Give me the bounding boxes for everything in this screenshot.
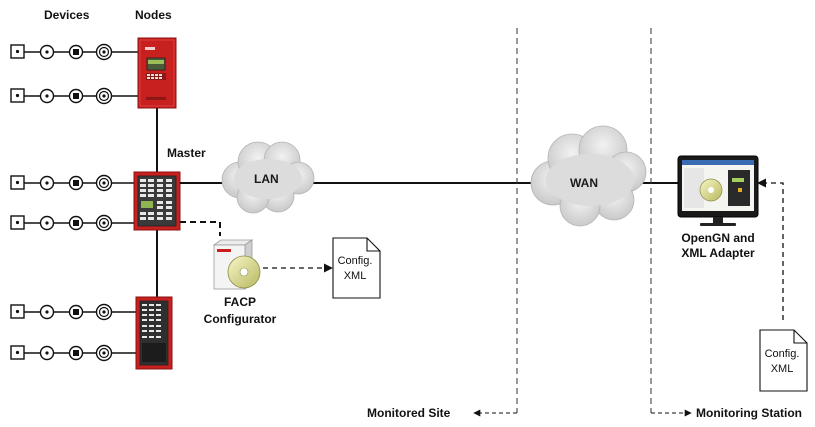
config-xml-1-line1: Config. xyxy=(337,255,373,267)
master-label: Master xyxy=(167,146,206,160)
monitored-site-label: Monitored Site xyxy=(367,406,451,420)
monitoring-station-label: Monitoring Station xyxy=(696,406,802,420)
devices-label: Devices xyxy=(44,8,90,22)
device-row-6 xyxy=(10,344,136,362)
device-row-5 xyxy=(10,303,136,321)
device-row-4 xyxy=(10,214,134,232)
document-icon xyxy=(332,237,381,299)
document-icon xyxy=(759,329,808,392)
config-xml-1-line2: XML xyxy=(343,270,367,282)
config-xml-2-line2: XML xyxy=(770,363,794,375)
software-box-icon xyxy=(212,239,261,290)
lan-label: LAN xyxy=(254,172,279,186)
node-panel-top xyxy=(137,37,177,109)
nodes-label: Nodes xyxy=(135,8,172,22)
wan-label: WAN xyxy=(570,176,598,190)
node-panel-bottom xyxy=(135,296,173,370)
arrow-to-monitor xyxy=(757,178,784,320)
facp-label-line2: Configurator xyxy=(203,312,277,326)
config-xml-2-line1: Config. xyxy=(764,348,800,360)
monitor-icon xyxy=(677,155,759,226)
opengn-label-line2: XML Adapter xyxy=(681,246,755,260)
cloud-icon xyxy=(221,141,315,214)
device-row-3 xyxy=(10,174,134,192)
config-link-line xyxy=(180,221,221,236)
opengn-label-line1: OpenGN and xyxy=(681,231,755,245)
master-panel xyxy=(133,171,181,231)
device-row-1 xyxy=(10,43,138,61)
facp-label-line1: FACP xyxy=(223,295,256,309)
cloud-icon xyxy=(530,125,647,227)
device-row-2 xyxy=(10,87,138,105)
